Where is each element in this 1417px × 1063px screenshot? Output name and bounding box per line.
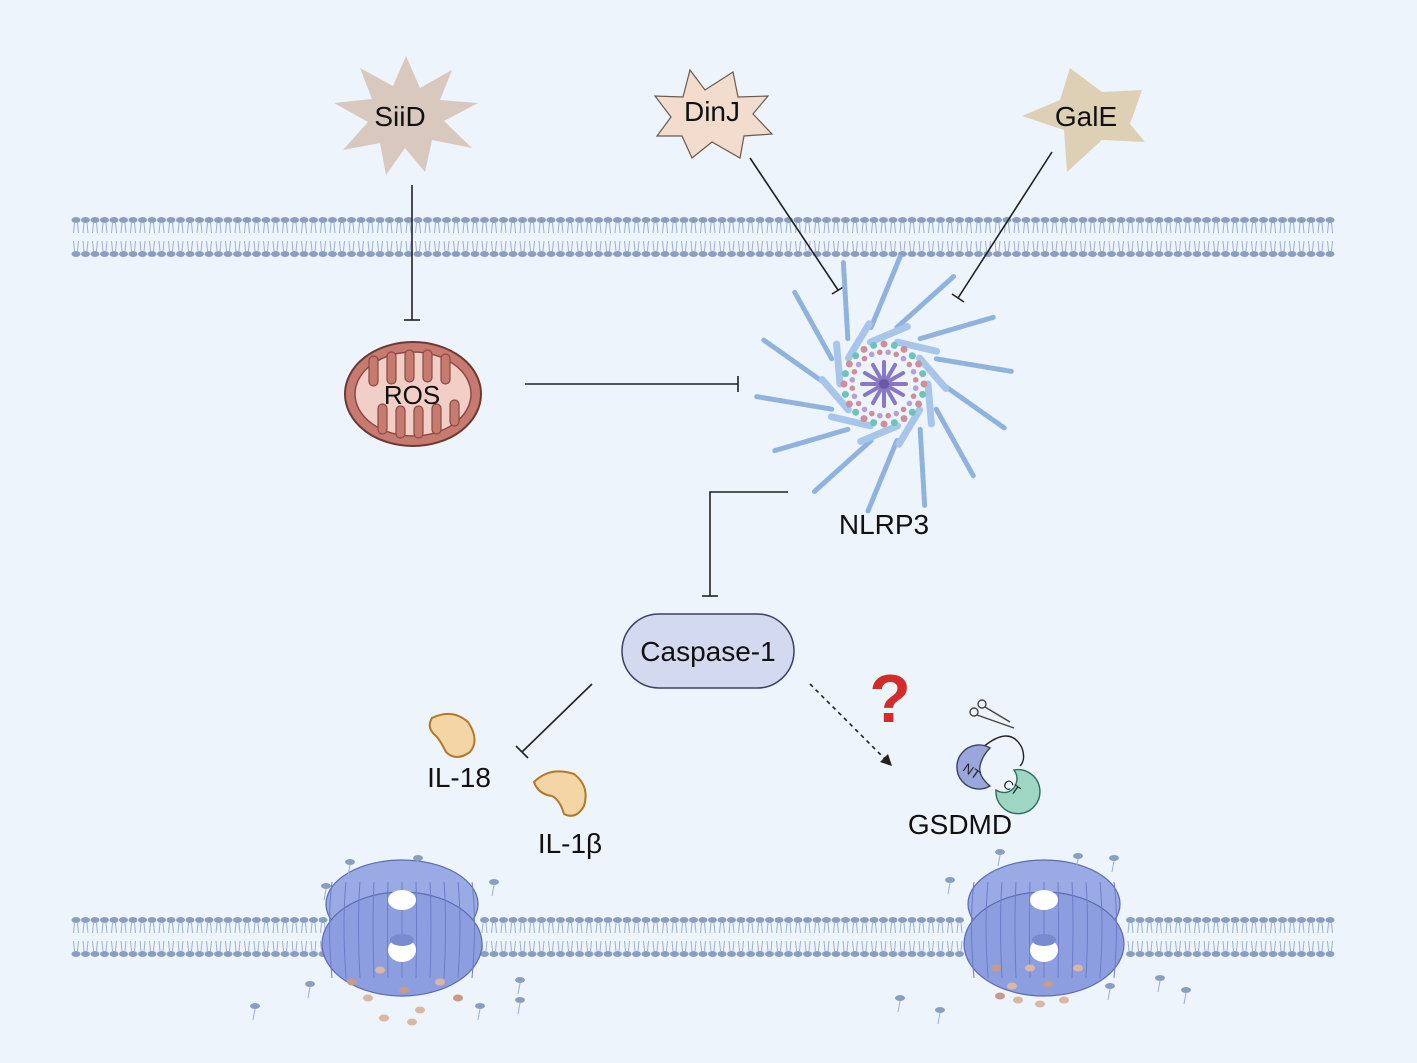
il-1b-label: IL-1β — [538, 828, 602, 859]
gsdmd-ct-icon — [995, 768, 1041, 815]
plasma-membrane-bottom — [71, 916, 1335, 958]
gsdmd-pore-right-icon — [963, 859, 1125, 997]
gsdmd-protein: NT CT GSDMD — [908, 699, 1041, 840]
caspase-1-label: Caspase-1 — [640, 636, 775, 667]
caspase-1-node: Caspase-1 — [621, 613, 795, 689]
nlrp3-inflammasome-icon — [754, 254, 1014, 514]
gsdmd-nt-icon — [956, 744, 992, 790]
caspase-gsdmd-dashed-arrow — [809, 683, 892, 766]
il-1b-cytokine: IL-1β — [532, 770, 602, 859]
released-content — [250, 849, 1191, 1026]
dinj-star-icon — [653, 68, 774, 159]
dinj-effector: DinJ — [653, 68, 774, 159]
siid-effector: SiiD — [334, 56, 478, 175]
dinj-label: DinJ — [684, 96, 740, 127]
siid-star-icon — [334, 56, 478, 175]
siid-label: SiiD — [374, 101, 425, 132]
gsdmd-pore-left-icon — [321, 859, 483, 997]
gale-effector: GalE — [1022, 68, 1145, 172]
gale-star-icon — [1022, 68, 1145, 172]
nlrp3-label: NLRP3 — [839, 509, 929, 540]
plasma-membrane-top — [71, 216, 1335, 258]
scissors-icon — [969, 699, 1015, 729]
caspase-il-line — [521, 683, 593, 753]
ros-label: ROS — [384, 380, 440, 410]
gsdmd-label: GSDMD — [908, 809, 1012, 840]
il-18-label: IL-18 — [427, 762, 491, 793]
mitochondrion-icon: ROS — [344, 341, 482, 447]
inhibition-arrows — [404, 151, 1053, 759]
gale-nlrp3-line — [957, 151, 1053, 299]
il-18-cytokine: IL-18 — [427, 712, 491, 793]
il-1b-icon — [532, 770, 587, 817]
gale-label: GalE — [1055, 101, 1117, 132]
dinj-nlrp3-line — [749, 157, 839, 291]
nlrp3-caspase-line — [709, 491, 788, 596]
unknown-question-mark: ? — [869, 661, 911, 737]
il-18-icon — [428, 712, 476, 758]
